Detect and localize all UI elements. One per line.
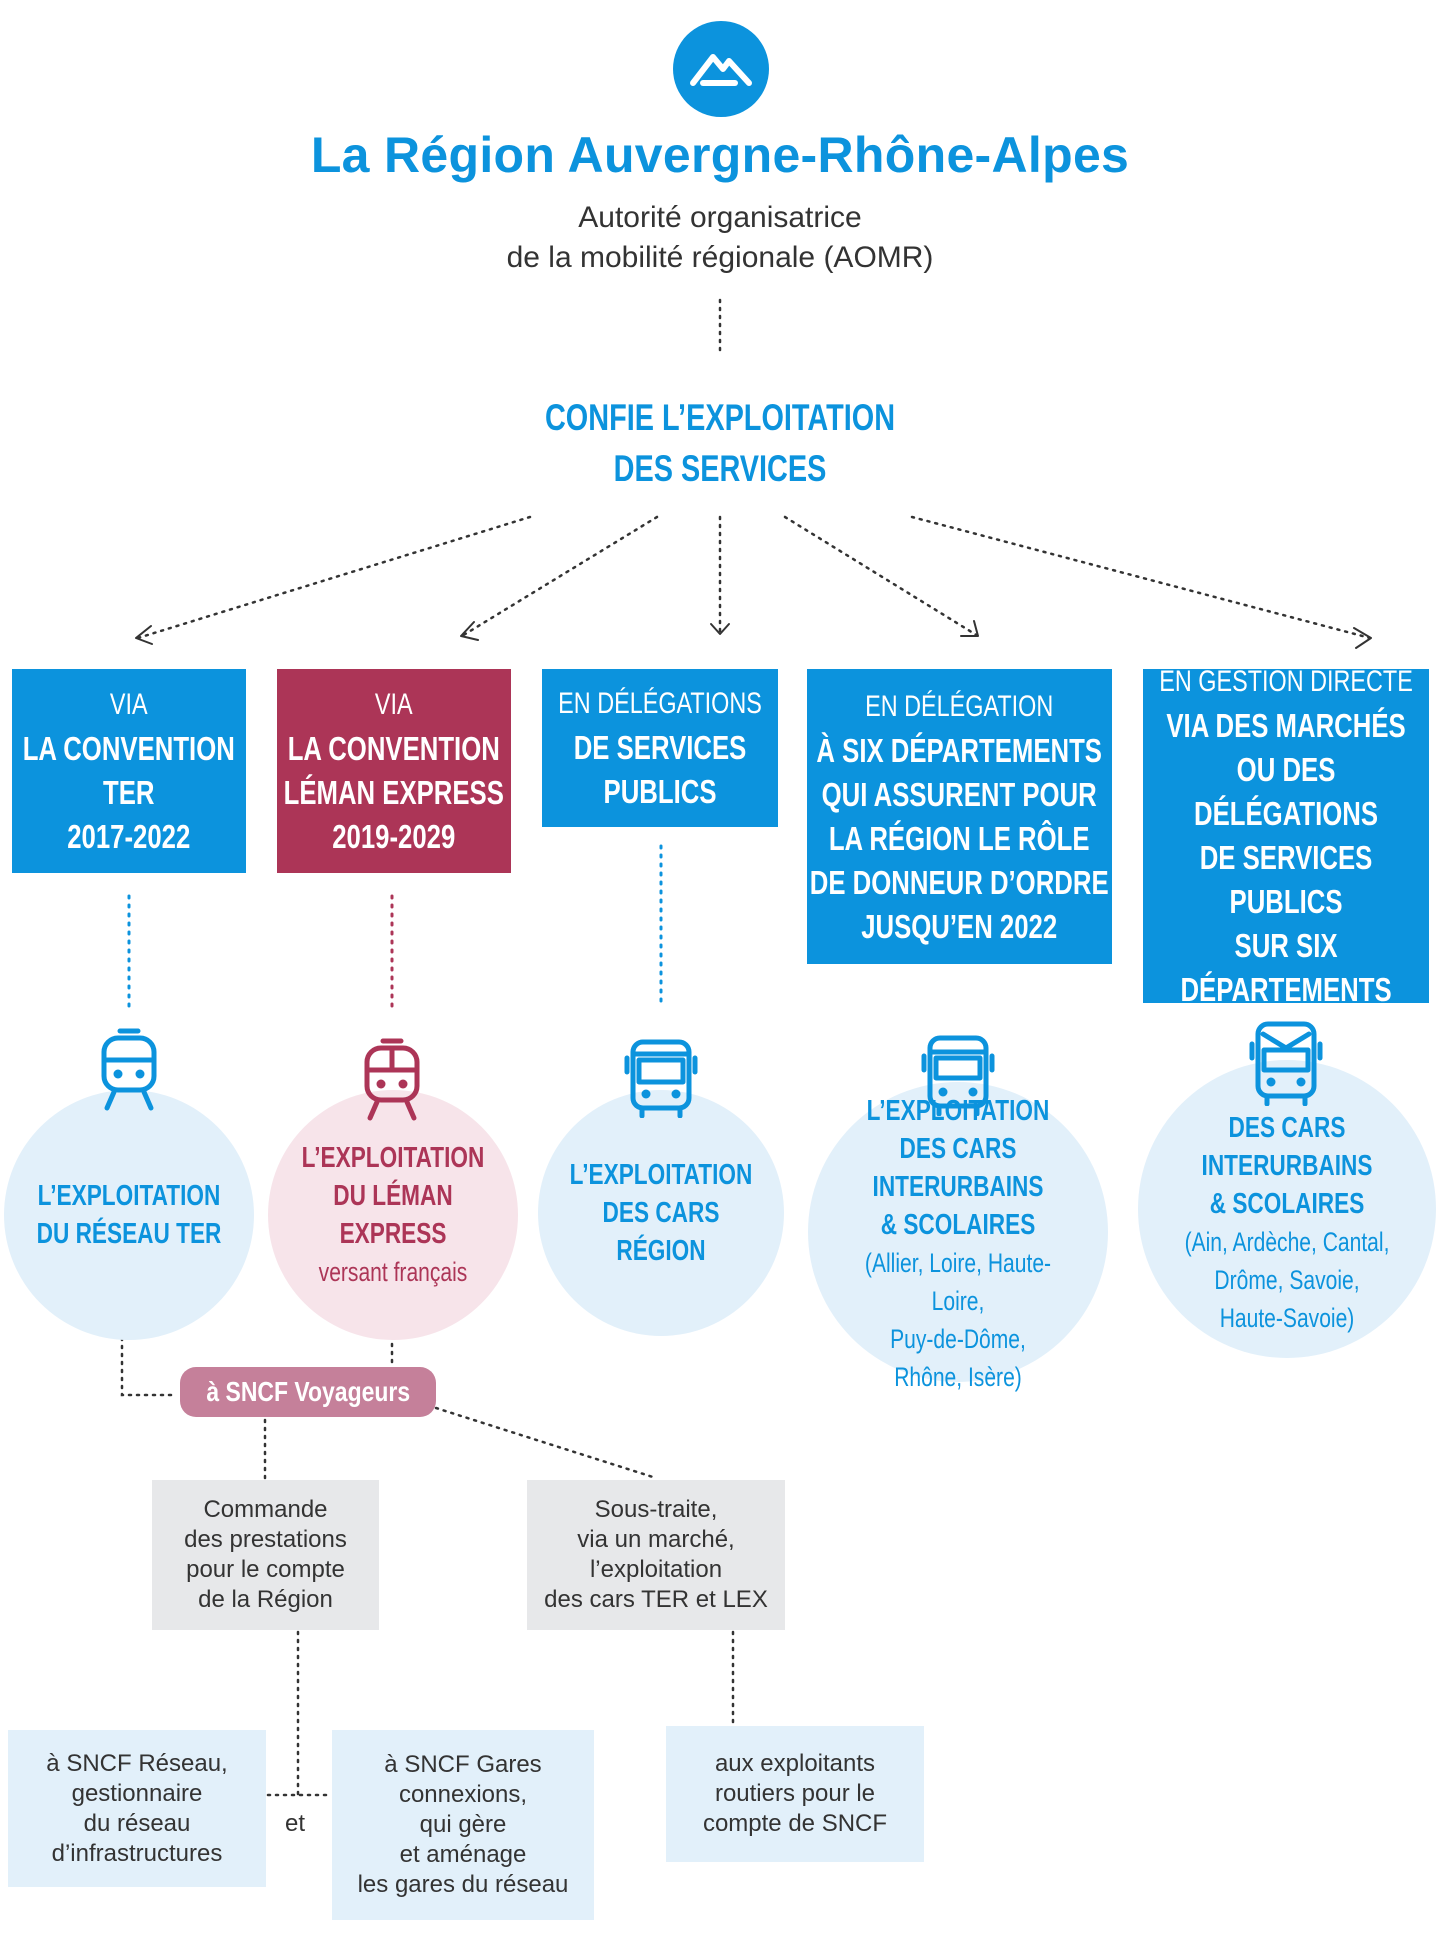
mountain-logo-icon [690, 54, 752, 86]
box-line: SUR SIX [1234, 927, 1338, 964]
confie-line: DES SERVICES [613, 448, 827, 489]
box-gestion-directe: EN GESTION DIRECTE VIA DES MARCHÉS OU DE… [1143, 665, 1429, 1008]
box-line: DE DONNEUR D’ORDRE [810, 863, 1109, 901]
box-sncf-reseau: à SNCF Réseau, gestionnaire du réseau d’… [8, 1730, 266, 1887]
box-line: DÉPARTEMENTS [1180, 971, 1392, 1008]
box-line: DE SERVICES [573, 729, 747, 766]
circle-cars-interurbains: L’EXPLOITATION DES CARS INTERURBAINS & S… [808, 1082, 1108, 1392]
box-text-line: aux exploitants [714, 1750, 876, 1777]
box-text-line: gestionnaire [71, 1779, 203, 1807]
box-line: JUSQU’EN 2022 [861, 907, 1058, 945]
bus-icon [921, 1035, 995, 1116]
circle-title-line: L’EXPLOITATION [569, 1159, 753, 1191]
box-text-line: du réseau [83, 1809, 191, 1837]
circle-title-line: & SCOLAIRES [880, 1209, 1036, 1241]
box-text-line: Commande [203, 1496, 328, 1523]
circle-sub-line: Puy-de-Dôme, [890, 1324, 1026, 1354]
box-line: DE SERVICES PUBLICS [1199, 839, 1373, 920]
box-line: VIA DES MARCHÉS [1166, 707, 1406, 744]
box-line: 2017-2022 [67, 818, 191, 855]
box-text-line: les gares du réseau [357, 1871, 569, 1898]
box-line: LÉMAN EXPRESS [283, 774, 505, 811]
page-title: La Région Auvergne-Rhône-Alpes [310, 127, 1130, 183]
box-sous-traite: Sous-traite, via un marché, l’exploitati… [527, 1480, 785, 1630]
box-text-line: via un marché, [577, 1526, 735, 1553]
confie-line: CONFIE L’EXPLOITATION [544, 397, 896, 438]
circle-gestion-directe-cars: DES CARS INTERURBAINS & SCOLAIRES (Ain, … [1138, 1060, 1436, 1358]
circle-title-line: DES CARS INTERURBAINS [872, 1133, 1044, 1203]
box-line: TER [103, 774, 155, 811]
confie-heading: CONFIE L’EXPLOITATION DES SERVICES [486, 392, 954, 494]
box-line: LA RÉGION LE RÔLE [829, 819, 1090, 857]
box-line: 2019-2029 [332, 818, 456, 855]
box-text-line: connexions, [398, 1781, 528, 1808]
circle-title-line: L’EXPLOITATION [301, 1142, 485, 1174]
circle-sub-line: versant français [318, 1257, 468, 1287]
et-label: et [285, 1810, 306, 1837]
sncf-voyageurs-badge: à SNCF Voyageurs [180, 1367, 436, 1417]
box-text-line: routiers pour le [714, 1780, 876, 1807]
circle-sub-line: Rhône, Isère) [894, 1362, 1022, 1392]
circle-title-line: & SCOLAIRES [1209, 1188, 1365, 1220]
circle-leman-express: L’EXPLOITATION DU LÉMAN EXPRESS versant … [268, 1090, 518, 1340]
subtitle-line: Autorité organisatrice [578, 201, 862, 234]
circle-sub-line: (Allier, Loire, Haute-Loire, [864, 1248, 1052, 1316]
circle-sub-line: Haute-Savoie) [1219, 1303, 1355, 1333]
circle-title-line: L’EXPLOITATION [866, 1095, 1050, 1127]
box-delegation-departements: EN DÉLÉGATION À SIX DÉPARTEMENTS QUI ASS… [807, 669, 1112, 964]
box-text-line: des prestations [184, 1526, 347, 1553]
box-convention-leman-express: VIA LA CONVENTION LÉMAN EXPRESS 2019-202… [277, 669, 511, 873]
box-small-label: EN DÉLÉGATIONS [558, 687, 762, 720]
box-line: OU DES DÉLÉGATIONS [1193, 751, 1379, 832]
train-icon [101, 1028, 157, 1111]
school-bus-icon [1249, 1021, 1323, 1106]
box-sncf-gares-connexions: à SNCF Gares connexions, qui gère et amé… [332, 1730, 594, 1920]
box-small-label: VIA [110, 688, 148, 721]
region-logo [673, 21, 769, 117]
box-small-label: EN DÉLÉGATION [865, 689, 1054, 723]
circle-reseau-ter: L’EXPLOITATION DU RÉSEAU TER [4, 1090, 254, 1340]
box-text-line: à SNCF Réseau, [46, 1749, 228, 1777]
sncf-voyageurs-label: à SNCF Voyageurs [206, 1376, 410, 1407]
circle-title-line: DES CARS RÉGION [602, 1197, 720, 1267]
box-delegations-services-publics: EN DÉLÉGATIONS DE SERVICES PUBLICS [542, 669, 778, 827]
box-text-line: qui gère [419, 1811, 507, 1838]
box-text-line: des cars TER et LEX [544, 1586, 768, 1613]
box-small-label: VIA [375, 688, 413, 721]
circle-sub-line: (Ain, Ardèche, Cantal, [1184, 1227, 1390, 1257]
circle-title-line: INTERURBAINS [1201, 1150, 1373, 1182]
circle-title-line: DU RÉSEAU TER [36, 1218, 222, 1250]
box-text-line: Sous-traite, [594, 1496, 718, 1523]
box-line: PUBLICS [603, 773, 717, 810]
box-text-line: et aménage [399, 1841, 527, 1868]
subtitle-line: de la mobilité régionale (AOMR) [506, 241, 934, 274]
box-text-line: à SNCF Gares [384, 1751, 542, 1778]
circle-title-line: L’EXPLOITATION [37, 1180, 221, 1212]
train-icon [364, 1038, 420, 1121]
box-text-line: compte de SNCF [702, 1810, 888, 1837]
bus-icon [624, 1039, 698, 1118]
circle-cars-region: L’EXPLOITATION DES CARS RÉGION [538, 1090, 784, 1336]
box-commande-prestations: Commande des prestations pour le compte … [152, 1480, 379, 1630]
box-text-line: de la Région [198, 1586, 333, 1613]
box-line: QUI ASSURENT POUR [821, 775, 1098, 813]
box-exploitants-routiers: aux exploitants routiers pour le compte … [666, 1726, 924, 1862]
circle-title-line: DES CARS [1228, 1112, 1346, 1144]
circle-title-line: DU LÉMAN EXPRESS [333, 1180, 453, 1250]
box-text-line: d’infrastructures [51, 1839, 223, 1867]
box-line: LA CONVENTION [22, 730, 236, 767]
box-line: À SIX DÉPARTEMENTS [816, 731, 1103, 769]
box-line: LA CONVENTION [287, 730, 501, 767]
box-small-label: EN GESTION DIRECTE [1159, 665, 1413, 698]
box-text-line: pour le compte [186, 1556, 345, 1583]
box-convention-ter: VIA LA CONVENTION TER 2017-2022 [12, 669, 246, 873]
page-subtitle: Autorité organisatrice de la mobilité ré… [0, 198, 1440, 278]
circle-sub-line: Drôme, Savoie, [1214, 1265, 1360, 1295]
box-text-line: l’exploitation [589, 1556, 723, 1583]
